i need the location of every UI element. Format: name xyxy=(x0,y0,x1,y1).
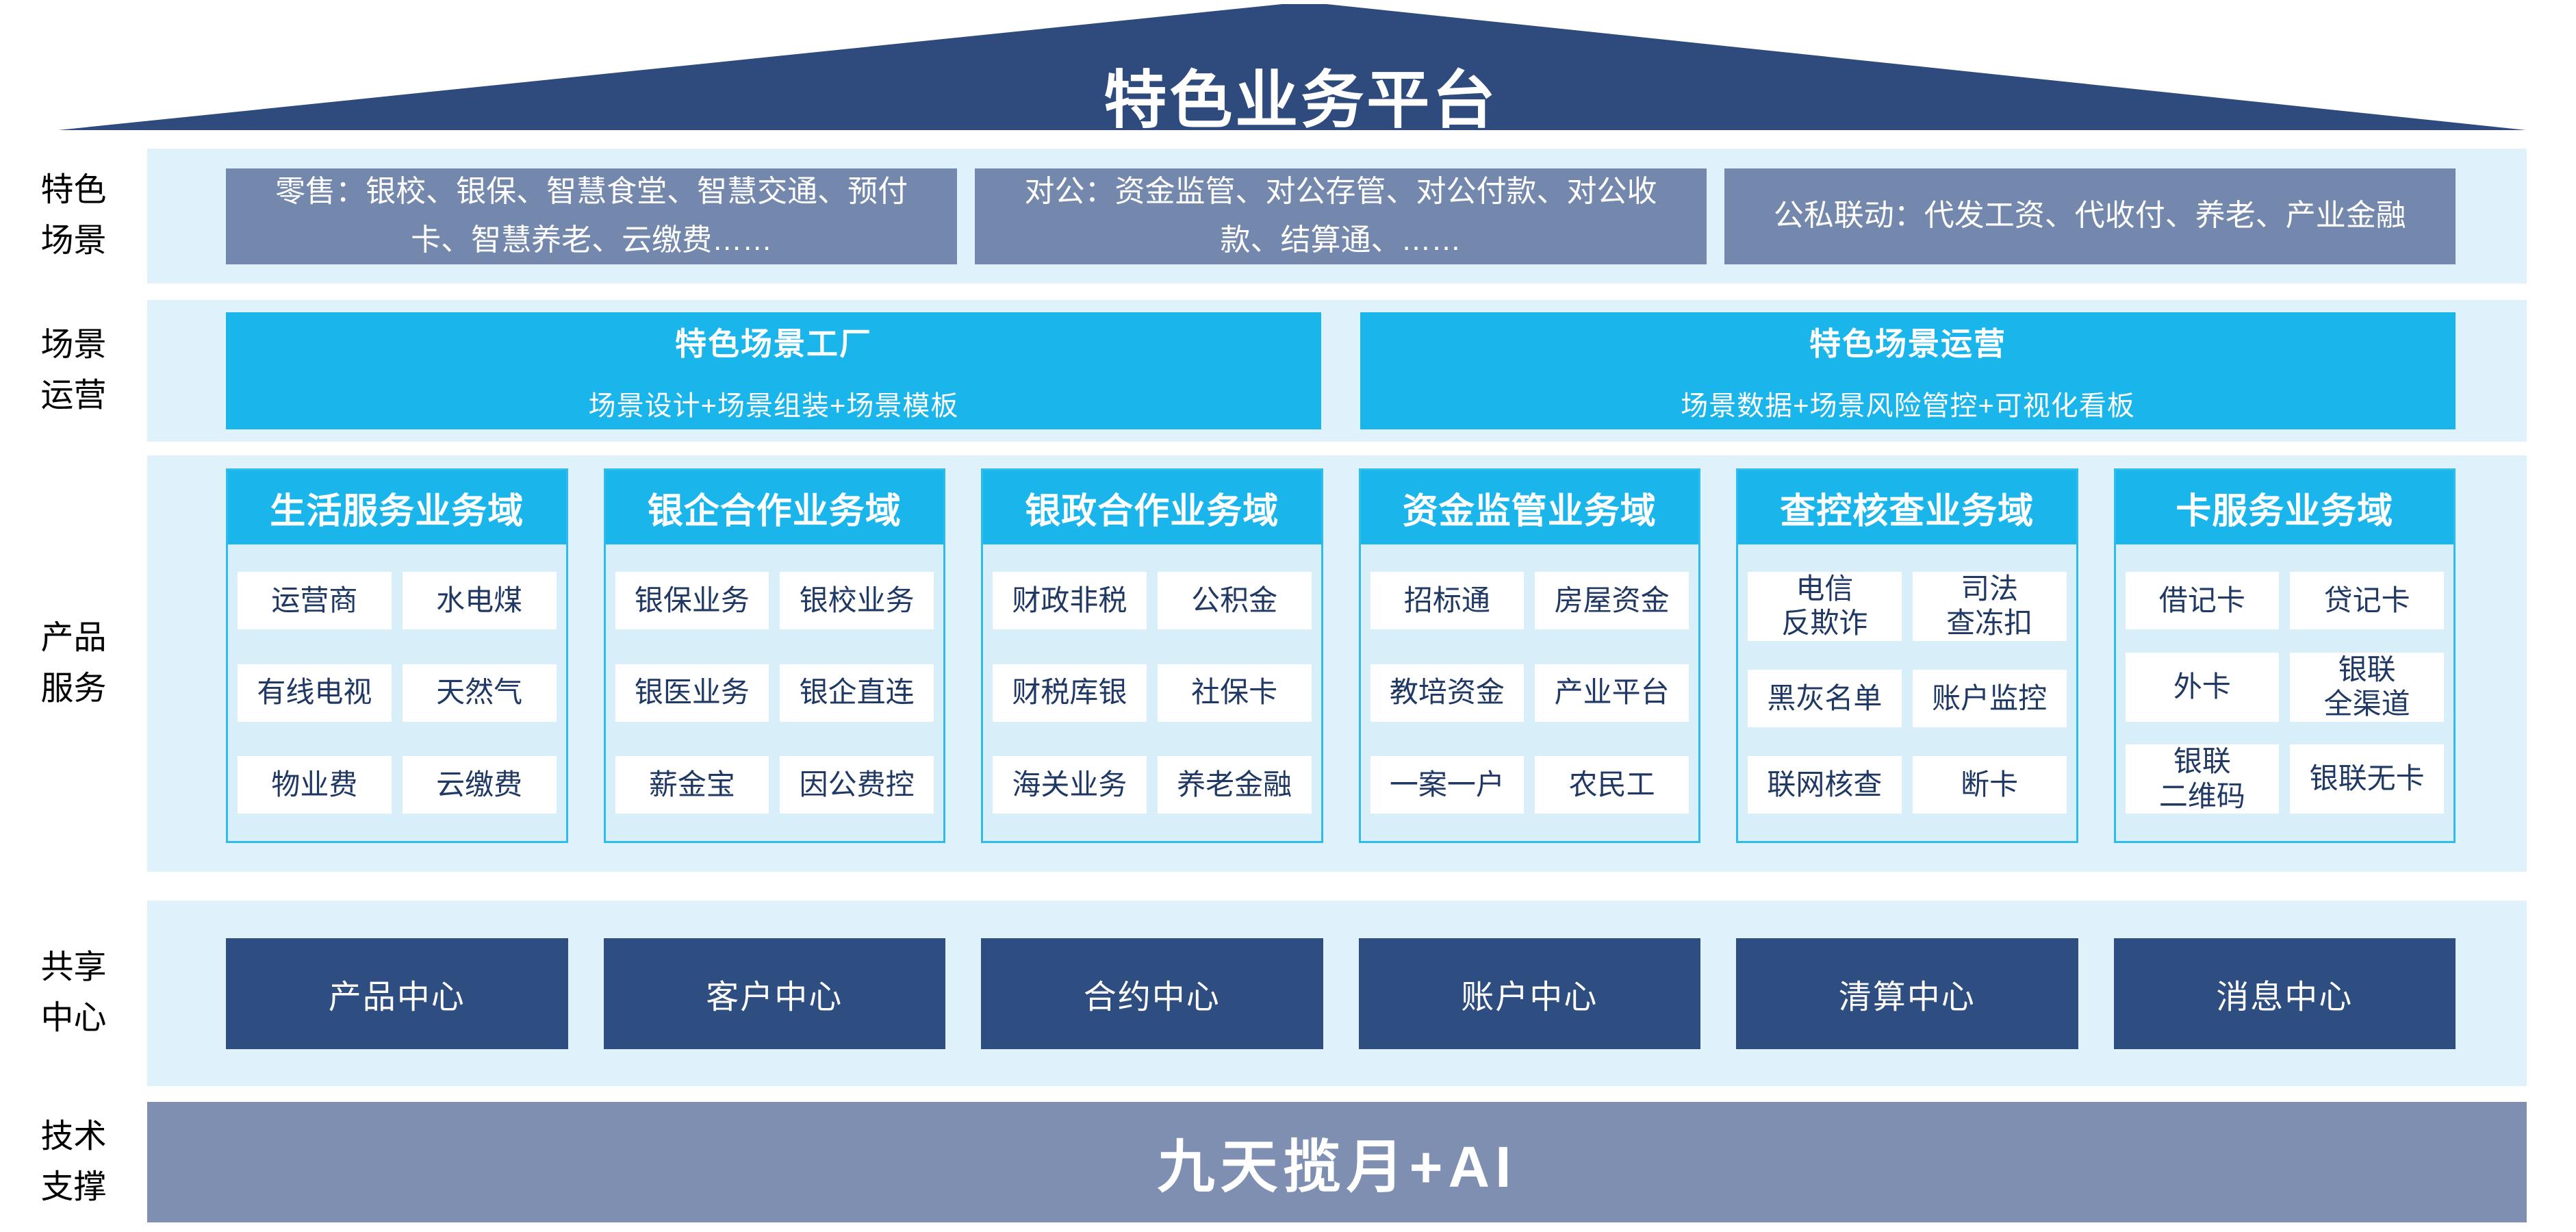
rail-label-operations: 场景 运营 xyxy=(40,327,107,414)
product-column-body: 招标通 房屋资金 教培资金 产业平台 一案一户 农民工 xyxy=(1361,544,1699,841)
product-cell: 有线电视 xyxy=(238,664,392,722)
center-box-account: 账户中心 xyxy=(1358,938,1700,1049)
op-box-title: 特色场景工厂 xyxy=(675,325,872,362)
product-column-header: 银企合作业务域 xyxy=(605,470,943,544)
rail-label-products: 产品 服务 xyxy=(40,620,107,707)
product-cell: 养老金融 xyxy=(1157,756,1312,814)
product-cell: 教培资金 xyxy=(1370,664,1525,722)
product-cell: 因公费控 xyxy=(780,756,934,814)
product-column-header: 资金监管业务域 xyxy=(1360,470,1698,544)
product-column-card-services: 卡服务业务域 借记卡 贷记卡 外卡 银联 全渠道 银联 二维码 银联无卡 xyxy=(2113,468,2456,843)
product-column-fund-supervision: 资金监管业务域 招标通 房屋资金 教培资金 产业平台 一案一户 农民工 xyxy=(1358,468,1700,843)
product-column-header: 银政合作业务域 xyxy=(983,470,1321,544)
product-cell: 贷记卡 xyxy=(2290,572,2444,629)
product-cell: 财政非税 xyxy=(993,572,1147,629)
band-products: 生活服务业务域 运营商 水电煤 有线电视 天然气 物业费 云缴费 银企合作业务域… xyxy=(147,455,2527,872)
product-cell: 水电煤 xyxy=(402,572,557,629)
product-column-life-services: 生活服务业务域 运营商 水电煤 有线电视 天然气 物业费 云缴费 xyxy=(226,468,568,843)
product-cell: 房屋资金 xyxy=(1535,572,1689,629)
scene-box-linkage: 公私联动：代发工资、代收付、养老、产业金融 xyxy=(1724,168,2456,264)
rail-label-scenes: 特色 场景 xyxy=(40,172,107,260)
product-column-bank-government: 银政合作业务域 财政非税 公积金 财税库银 社保卡 海关业务 养老金融 xyxy=(981,468,1323,843)
product-cell: 账户监控 xyxy=(1912,669,2067,727)
product-column-inquiry-control: 查控核查业务域 电信 反欺诈 司法 查冻扣 黑灰名单 账户监控 联网核查 断卡 xyxy=(1736,468,2078,843)
rail-label-tech: 技术 支撑 xyxy=(40,1118,107,1206)
diagram-title: 特色业务平台 xyxy=(1104,66,1499,136)
op-box-scene-operation: 特色场景运营 场景数据+场景风险管控+可视化看板 xyxy=(1360,312,2456,429)
product-cell: 断卡 xyxy=(1912,756,2067,814)
product-cell: 银保业务 xyxy=(615,572,769,629)
product-cell: 黑灰名单 xyxy=(1748,669,1902,727)
product-column-header: 生活服务业务域 xyxy=(228,470,566,544)
product-cell: 借记卡 xyxy=(2125,572,2280,629)
product-cell: 农民工 xyxy=(1535,756,1689,814)
product-column-bank-enterprise: 银企合作业务域 银保业务 银校业务 银医业务 银企直连 薪金宝 因公费控 xyxy=(603,468,945,843)
band-operations: 特色场景工厂 场景设计+场景组装+场景模板 特色场景运营 场景数据+场景风险管控… xyxy=(147,300,2527,442)
product-cell: 薪金宝 xyxy=(615,756,769,814)
center-box-clearing: 清算中心 xyxy=(1736,938,2078,1049)
product-cell: 运营商 xyxy=(238,572,392,629)
product-column-body: 财政非税 公积金 财税库银 社保卡 海关业务 养老金融 xyxy=(983,544,1321,841)
tech-platform-label: 九天揽月+AI xyxy=(1157,1134,1517,1199)
product-cell: 银联 二维码 xyxy=(2125,744,2280,814)
center-box-product: 产品中心 xyxy=(226,938,568,1049)
product-cell: 公积金 xyxy=(1157,572,1312,629)
product-cell: 银医业务 xyxy=(615,664,769,722)
op-box-subtitle: 场景设计+场景组装+场景模板 xyxy=(588,390,959,421)
product-cell: 招标通 xyxy=(1370,572,1525,629)
band-tech: 九天揽月+AI xyxy=(147,1102,2527,1222)
product-cell: 一案一户 xyxy=(1370,756,1525,814)
product-cell: 联网核查 xyxy=(1748,756,1902,814)
op-box-scene-factory: 特色场景工厂 场景设计+场景组装+场景模板 xyxy=(226,312,1321,429)
band-centers: 产品中心 客户中心 合约中心 账户中心 清算中心 消息中心 xyxy=(147,901,2527,1086)
product-cell: 银联无卡 xyxy=(2290,744,2444,814)
center-box-contract: 合约中心 xyxy=(981,938,1323,1049)
product-cell: 银企直连 xyxy=(780,664,934,722)
product-cell: 电信 反欺诈 xyxy=(1748,572,1902,641)
product-column-body: 运营商 水电煤 有线电视 天然气 物业费 云缴费 xyxy=(228,544,566,841)
op-box-title: 特色场景运营 xyxy=(1809,325,2006,362)
product-cell: 海关业务 xyxy=(993,756,1147,814)
product-column-header: 卡服务业务域 xyxy=(2115,470,2453,544)
product-column-body: 借记卡 贷记卡 外卡 银联 全渠道 银联 二维码 银联无卡 xyxy=(2116,544,2454,841)
product-cell: 外卡 xyxy=(2125,652,2280,722)
product-cell: 物业费 xyxy=(238,756,392,814)
product-column-header: 查控核查业务域 xyxy=(1738,470,2076,544)
product-cell: 银校业务 xyxy=(780,572,934,629)
product-cell: 银联 全渠道 xyxy=(2290,652,2444,722)
product-cell: 云缴费 xyxy=(402,756,557,814)
product-cell: 社保卡 xyxy=(1157,664,1312,722)
product-cell: 产业平台 xyxy=(1535,664,1689,722)
op-box-subtitle: 场景数据+场景风险管控+可视化看板 xyxy=(1681,390,2135,421)
product-cell: 财税库银 xyxy=(993,664,1147,722)
product-cell: 司法 查冻扣 xyxy=(1912,572,2067,641)
center-box-message: 消息中心 xyxy=(2113,938,2456,1049)
rail-label-centers: 共享 中心 xyxy=(40,949,107,1037)
product-column-body: 银保业务 银校业务 银医业务 银企直连 薪金宝 因公费控 xyxy=(606,544,944,841)
product-cell: 天然气 xyxy=(402,664,557,722)
center-box-customer: 客户中心 xyxy=(603,938,945,1049)
product-column-body: 电信 反欺诈 司法 查冻扣 黑灰名单 账户监控 联网核查 断卡 xyxy=(1738,544,2076,841)
scene-box-corporate: 对公：资金监管、对公存管、对公付款、对公收 款、结算通、…… xyxy=(975,168,1707,264)
band-scenes: 零售：银校、银保、智慧食堂、智慧交通、预付 卡、智慧养老、云缴费…… 对公：资金… xyxy=(147,149,2527,284)
scene-box-retail: 零售：银校、银保、智慧食堂、智慧交通、预付 卡、智慧养老、云缴费…… xyxy=(226,168,958,264)
